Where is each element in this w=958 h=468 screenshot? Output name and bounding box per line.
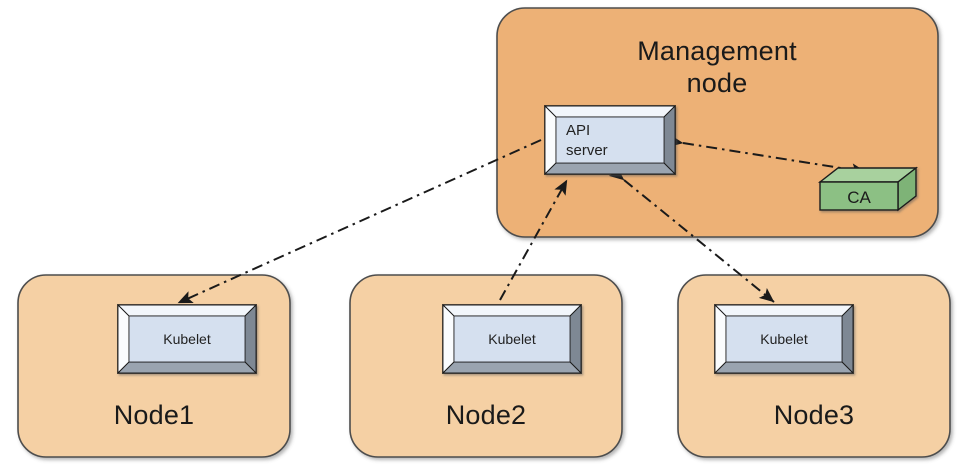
management-node-label-line1: Management [637, 36, 797, 66]
connection-api-server-to-kubelet-node1[interactable] [177, 139, 542, 304]
node3-label: Node3 [774, 400, 855, 430]
ca-front-face[interactable] [819, 181, 899, 211]
connections-layer [177, 134, 867, 304]
api-server-label-line1: API [566, 122, 590, 139]
node1-label: Node1 [114, 400, 195, 430]
kubelet-node2-face [453, 315, 571, 363]
kubelet-node3-bevel-top [713, 304, 855, 317]
kubelet-node3-label: Kubelet [760, 331, 808, 347]
kubelet-node3-bevel-right [841, 303, 854, 375]
api-server-bevel-top [543, 105, 677, 118]
api-server-label-line2: server [566, 142, 608, 159]
component-ca[interactable]: CA [817, 166, 919, 212]
kubelet-node2-bevel-left [442, 303, 455, 375]
api-server-bevel-bottom [543, 162, 677, 175]
kubelet-node3-bevel-left [714, 303, 727, 375]
connection-api-server-to-ca[interactable] [667, 134, 867, 177]
kubelet-node1-bevel-left [117, 303, 130, 375]
node2-label: Node2 [446, 400, 527, 430]
kubelet-node3-bevel-bottom [713, 361, 855, 374]
component-kubelet-node2[interactable]: Kubelet [441, 303, 583, 375]
kubelet-node2-bevel-right [569, 303, 582, 375]
kubelet-node2-bevel-top [441, 304, 583, 317]
api-server-bevel-right [663, 104, 676, 176]
kubelet-node3-face [725, 315, 843, 363]
kubelet-node1-bevel-bottom [116, 361, 258, 374]
component-api-server[interactable]: API server [543, 104, 677, 176]
kubelet-node1-face [128, 315, 246, 363]
ca-label: CA [847, 188, 871, 207]
kubelet-node1-label: Kubelet [163, 331, 211, 347]
component-kubelet-node1[interactable]: Kubelet [116, 303, 258, 375]
api-server-bevel-left [544, 104, 557, 176]
kubelet-node1-bevel-top [116, 304, 258, 317]
connection-api-server-to-kubelet-node3[interactable] [608, 165, 775, 303]
kubelet-node2-bevel-bottom [441, 361, 583, 374]
management-node-label-line2: node [687, 68, 748, 98]
kubelet-node1-bevel-right [244, 303, 257, 375]
api-server-face [555, 116, 665, 164]
component-kubelet-node3[interactable]: Kubelet [713, 303, 855, 375]
kubelet-node2-label: Kubelet [488, 331, 536, 347]
